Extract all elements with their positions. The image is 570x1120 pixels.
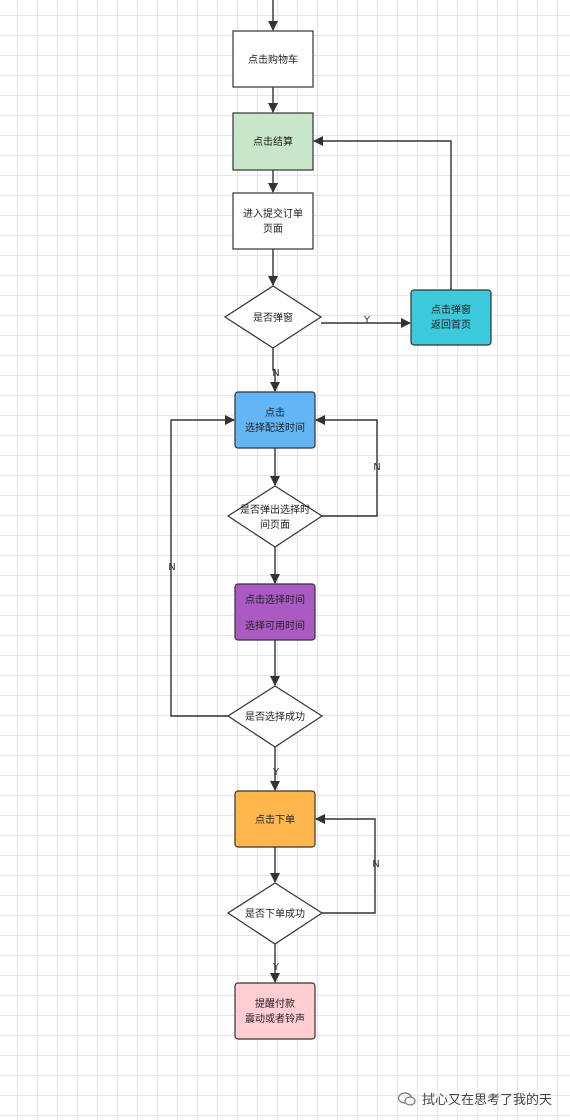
- node-payment-reminder-line1: 提醒付款: [255, 997, 295, 1010]
- label-popup-no: N: [272, 368, 279, 379]
- edge-popup-back-to-checkout: [313, 136, 452, 290]
- decision-select-success: 是否选择成功: [226, 685, 324, 748]
- node-place-order-label: 点击下单: [255, 814, 295, 826]
- node-pick-time: 点击选择时间 选择可用时间: [234, 583, 316, 641]
- node-submit-order-page: 进入提交订单 页面: [232, 192, 314, 250]
- decision-time-page-popped-line1: 是否弹出选择时: [240, 503, 310, 516]
- decision-is-popup-label: 是否弹窗: [253, 311, 293, 324]
- node-payment-reminder: 提醒付款 震动或者铃声: [234, 982, 316, 1040]
- edge-select-no: [170, 415, 235, 717]
- node-place-order: 点击下单: [234, 790, 316, 848]
- label-popup-yes: Y: [363, 315, 371, 326]
- node-popup-action: 点击弹窗 返回首页: [410, 289, 492, 346]
- node-popup-action-line2: 返回首页: [431, 318, 471, 331]
- edge-order-no: [315, 814, 376, 914]
- label-order-yes: Y: [272, 962, 280, 973]
- node-pick-time-line1: 点击选择时间: [245, 593, 305, 606]
- wechat-bubble-icon: [397, 1091, 416, 1106]
- decision-order-success: 是否下单成功: [226, 882, 324, 945]
- decision-time-page-popped: 是否弹出选择时 间页面: [226, 485, 324, 548]
- node-pick-time-line3: 选择可用时间: [245, 619, 305, 632]
- node-click-delivery-time-line2: 选择配送时间: [245, 421, 305, 434]
- node-payment-reminder-line2: 震动或者铃声: [245, 1012, 305, 1025]
- node-popup-action-line1: 点击弹窗: [431, 303, 471, 316]
- node-submit-order-page-line1: 进入提交订单: [243, 207, 303, 220]
- decision-order-success-label: 是否下单成功: [245, 908, 305, 920]
- decision-select-success-label: 是否选择成功: [245, 710, 305, 723]
- edge-popup-no: [270, 348, 280, 392]
- watermark-text: 拭心又在思考了我的天: [421, 1093, 552, 1108]
- decision-is-popup: 是否弹窗: [223, 285, 323, 349]
- decision-time-page-popped-line2: 间页面: [260, 518, 290, 531]
- node-click-checkout: 点击结算: [232, 112, 314, 171]
- node-click-delivery-time-line1: 点击: [265, 407, 285, 419]
- edges: [170, 0, 452, 983]
- label-order-no: N: [372, 859, 379, 870]
- node-click-checkout-label: 点击结算: [253, 135, 293, 148]
- node-submit-order-page-line2: 页面: [263, 223, 283, 235]
- edge-labels: Y N N N Y N Y: [168, 315, 380, 973]
- watermark: 拭心又在思考了我的天: [397, 1089, 552, 1108]
- label-select-yes: Y: [272, 767, 280, 778]
- label-time-page-no: N: [373, 462, 380, 473]
- node-click-cart: 点击购物车: [232, 30, 314, 88]
- node-click-delivery-time: 点击 选择配送时间: [234, 391, 316, 449]
- node-click-cart-label: 点击购物车: [248, 53, 298, 66]
- edge-time-page-no: [315, 415, 378, 517]
- label-select-no: N: [168, 562, 175, 573]
